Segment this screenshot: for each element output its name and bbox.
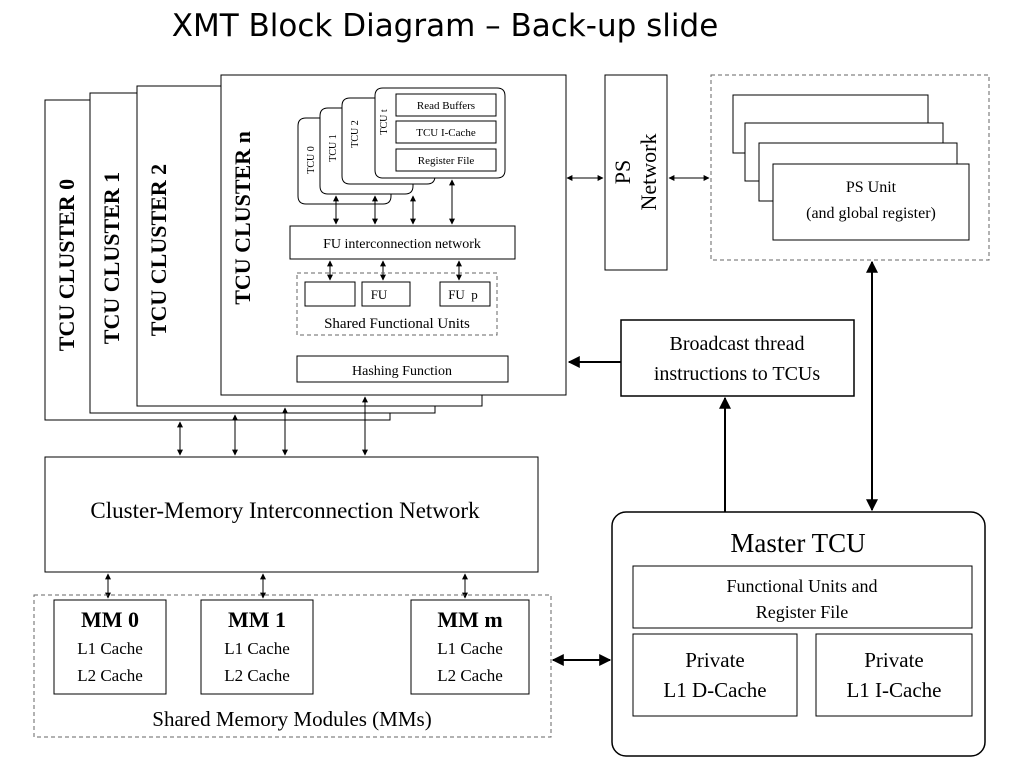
mm-1-l1: L1 Cache [224,639,290,658]
ps-network: PS Network [604,74,668,271]
tcu-fu-arrows [333,179,455,225]
fu-arrows [327,260,462,281]
mm-0-title: MM 0 [81,607,139,632]
tcu-cluster-2-label: TCU CLUSTER 2 [146,164,171,336]
tcu-stack: TCU 0 TCU 1 TCU 2 TCU t Read Buffers TCU… [297,87,506,205]
mm-1: MM 1 L1 Cache L2 Cache [200,599,314,695]
fu-p-unit [439,281,491,307]
read-buffers-label: Read Buffers [417,100,475,112]
mm-1-title: MM 1 [228,607,286,632]
shared-memory-modules: MM 0 L1 Cache L2 Cache MM 1 L1 Cache L2 … [33,594,552,738]
fu-interconnection-network: FU interconnection network [289,225,516,260]
mm-m: MM m L1 Cache L2 Cache [410,599,530,695]
private-icache-line2: L1 I-Cache [846,678,941,702]
broadcast-line2: instructions to TCUs [654,363,821,385]
cmin-mm-arrows [105,573,468,599]
fu-unit [361,281,411,307]
master-tcu-title: Master TCU [730,528,865,558]
fu-network-label: FU interconnection network [323,237,481,252]
register-file-label: Register File [418,155,475,167]
mm-1-l2: L2 Cache [224,666,290,685]
master-fu-line1: Functional Units and [727,576,878,596]
mm-m-title: MM m [437,607,502,632]
tcu-1-label: TCU 1 [328,134,339,162]
mm-0-l2: L2 Cache [77,666,143,685]
hashing-function: Hashing Function [296,355,509,383]
master-tcu: Master TCU Functional Units and Register… [611,511,986,757]
tcu-t-label: TCU t [379,109,390,135]
master-fu-line2: Register File [756,602,849,622]
shared-functional-units: FU FU p Shared Functional Units [296,272,498,336]
tcu-cluster-1-label: TCU CLUSTER 1 [99,172,124,344]
tcu-2-label: TCU 2 [350,120,361,148]
private-dcache-line1: Private [685,648,744,672]
cluster-cmin-arrows [177,396,368,456]
broadcast-line1: Broadcast thread [670,333,805,355]
slide-title: XMT Block Diagram – Back-up slide [171,8,719,44]
mm-0: MM 0 L1 Cache L2 Cache [53,599,167,695]
ps-network-line2: Network [636,134,661,211]
hashing-function-label: Hashing Function [352,364,452,379]
cluster-memory-interconnection-network: Cluster-Memory Interconnection Network [44,456,539,573]
tcu-0-label: TCU 0 [306,146,317,174]
ps-network-line1: PS [610,160,635,184]
tcu-cluster-n-label: TCU CLUSTER n [230,131,255,305]
mm-m-l1: L1 Cache [437,639,503,658]
shared-memory-caption: Shared Memory Modules (MMs) [152,707,431,731]
tcu-icache-label: TCU I-Cache [416,127,476,139]
broadcast-box: Broadcast thread instructions to TCUs [620,319,855,397]
fu-label: FU [371,287,388,302]
mm-m-l2: L2 Cache [437,666,503,685]
fu-unit-blank [304,281,356,307]
cmin-label: Cluster-Memory Interconnection Network [90,498,480,523]
tcu-cluster-0-label: TCU CLUSTER 0 [54,179,79,351]
ps-unit-line1: PS Unit [846,179,897,196]
private-icache-line1: Private [864,648,923,672]
private-dcache-line2: L1 D-Cache [663,678,766,702]
fu-p-label: FU p [448,287,478,302]
ps-unit-line2: (and global register) [806,205,936,222]
ps-unit-group: PS Unit (and global register) [710,74,990,261]
shared-fu-caption: Shared Functional Units [324,316,470,332]
mm-0-l1: L1 Cache [77,639,143,658]
